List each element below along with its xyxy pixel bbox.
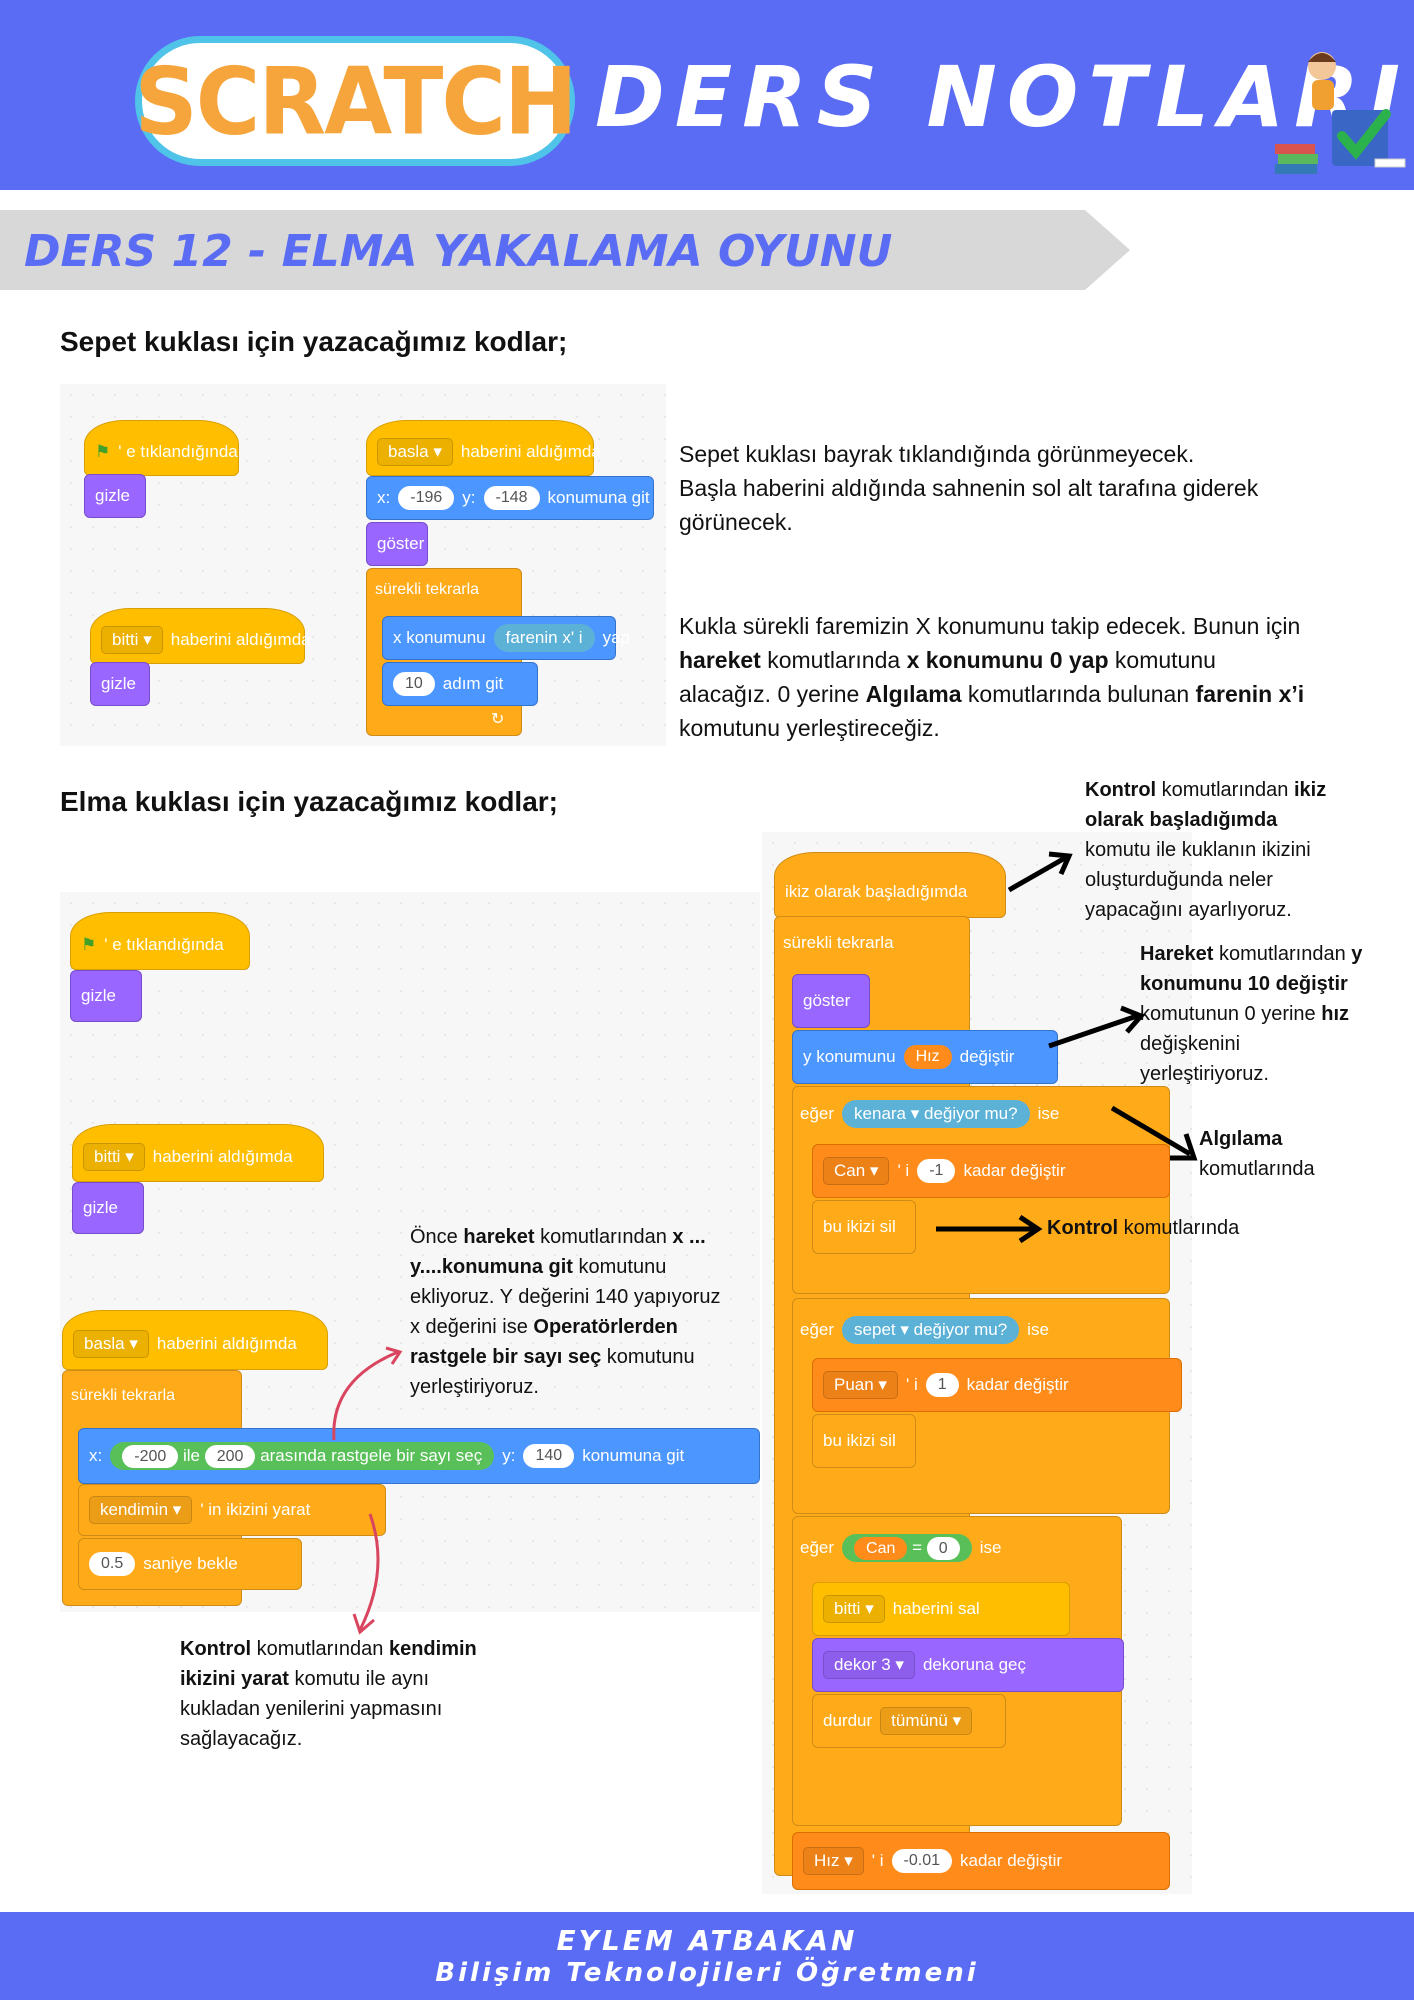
red-arrow-icon (332, 1346, 403, 1441)
sepet-heading: Sepet kuklası için yazacağımız kodlar; (60, 326, 568, 357)
hide-block: gizle (84, 474, 146, 518)
random-block: -200 ile 200 arasında rastgele bir sayı … (110, 1442, 495, 1470)
header-title: DERS NOTLARI (595, 48, 1411, 146)
note-control: Kontrol komutlarında (1047, 1217, 1240, 1239)
basla-receive-hat: basla ▾haberini aldığımda (62, 1310, 328, 1370)
message-dropdown: basla ▾ (73, 1330, 149, 1358)
clone-dropdown: kendimin ▾ (89, 1496, 193, 1524)
basla-receive-hat: basla ▾haberini aldığımda (366, 420, 601, 476)
note-change-y: Hareket komutlarından y konumunu 10 deği… (1140, 943, 1363, 1085)
delete-clone-block: bu ikizi sil (812, 1200, 916, 1254)
clone-start-hat: ikiz olarak başladığımda (774, 852, 1006, 918)
show-block: göster (366, 522, 428, 566)
broadcast-block: bitti ▾haberini sal (812, 1582, 1070, 1636)
hide-block: gizle (72, 1182, 144, 1234)
note-sensing: Algılama komutlarında (1199, 1128, 1315, 1180)
sepet-code-panel: ⚑' e tıklandığında gizle bitti ▾haberini… (60, 384, 666, 746)
switch-backdrop-block: dekor 3 ▾dekoruna geç (812, 1638, 1124, 1692)
black-arrow-icon (1110, 1105, 1198, 1161)
flag-hat-block: ⚑' e tıklandığında (84, 420, 239, 476)
hide-block: gizle (90, 662, 150, 706)
elma-right-code-panel: ikiz olarak başladığımda sürekli tekrarl… (762, 832, 1192, 1894)
loop-arrow-icon: ↻ (491, 711, 505, 728)
flag-hat-block: ⚑' e tıklandığında (70, 912, 250, 970)
red-arrow-icon (352, 1513, 380, 1635)
message-dropdown: bitti ▾ (101, 626, 163, 654)
show-block: göster (792, 974, 870, 1028)
teacher-illustration-icon (1275, 52, 1406, 174)
black-arrow-icon (1048, 1005, 1145, 1049)
black-arrow-icon (936, 1215, 1043, 1244)
green-flag-icon: ⚑ (95, 442, 111, 461)
lesson-banner (0, 210, 1130, 290)
bitti-receive-hat: bitti ▾haberini aldığımda (72, 1124, 324, 1182)
elma-left-code-panel: ⚑' e tıklandığında gizle bitti ▾haberini… (60, 892, 760, 1612)
sepet-desc-1: Sepet kuklası bayrak tıklandığında görün… (679, 441, 1259, 535)
message-dropdown: basla ▾ (377, 438, 453, 466)
note-clone: Kontrol komutlarından kendimin ikizini y… (180, 1638, 477, 1750)
author-name: EYLEM ATBAKAN (556, 1924, 858, 1957)
message-dropdown: bitti ▾ (83, 1143, 145, 1171)
lesson-title: DERS 12 - ELMA YAKALAMA OYUNU (24, 226, 893, 277)
bitti-receive-hat: bitti ▾haberini aldığımda (90, 608, 311, 664)
note-goto: Önce hareket komutlarından x ... y....ko… (410, 1226, 721, 1398)
hide-block: gizle (70, 970, 142, 1022)
create-clone-block: kendimin ▾' in ikizini yarat (78, 1484, 386, 1536)
note-clone-start: Kontrol komutlarından ikiz olarak başlad… (1085, 779, 1327, 921)
sepet-desc-2: Kukla sürekli faremizin X konumunu takip… (679, 613, 1305, 741)
delete-clone-block: bu ikizi sil (812, 1414, 916, 1468)
logo-text: SCRATCH (134, 46, 577, 156)
elma-heading: Elma kuklası için yazacağımız kodlar; (60, 786, 558, 817)
goto-xy-block: x:-200 ile 200 arasında rastgele bir say… (78, 1428, 760, 1484)
green-flag-icon: ⚑ (81, 935, 97, 954)
page-footer (0, 1912, 1414, 2000)
author-role: Bilişim Teknolojileri Öğretmeni (435, 1958, 979, 1988)
black-arrow-icon (1007, 851, 1073, 893)
scratch-logo: SCRATCH (134, 36, 578, 166)
